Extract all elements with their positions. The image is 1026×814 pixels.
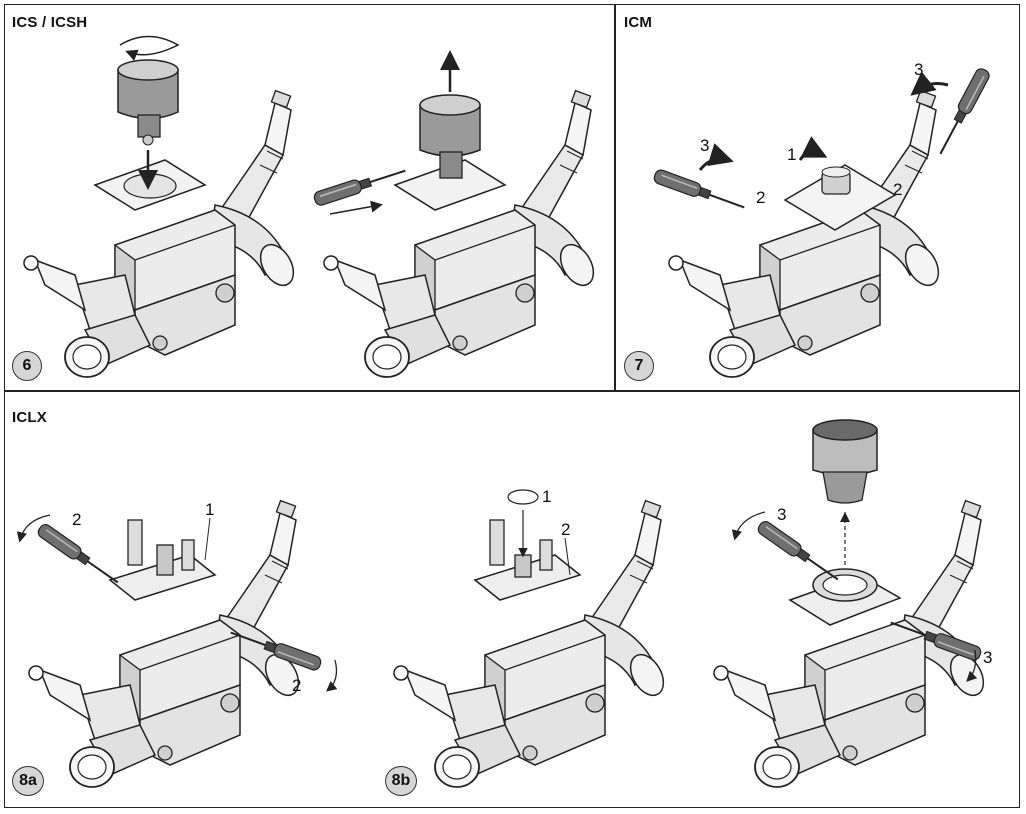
ics-socket-tool-left <box>117 59 179 146</box>
figure-frame <box>4 4 1020 808</box>
panel-divider-vertical <box>614 4 616 390</box>
rotate-arrow-8a-right <box>326 659 338 692</box>
iclx-opened-body <box>788 568 902 626</box>
iclx-valve-b <box>393 499 672 788</box>
rotate-arrow-icm-3-right <box>910 71 949 96</box>
callout-icm-3-left: 3 <box>700 136 710 155</box>
ics-top-plate-left <box>93 159 207 211</box>
ics-socket-tool-right <box>419 94 481 179</box>
ics-valve-left <box>23 89 302 378</box>
callout-icm-3-right: 3 <box>914 60 924 79</box>
rotate-arrow-icm-3-left <box>698 143 734 171</box>
rotate-arrow-8c-left <box>731 511 766 541</box>
rotate-arrow-8c-right <box>966 649 978 682</box>
iclx-head-a <box>108 519 217 601</box>
callout-8a-2-right: 2 <box>292 676 302 695</box>
callout-icm-2-right: 2 <box>893 180 903 199</box>
step-badge-8a: 8a <box>12 766 44 796</box>
icm-top-plate <box>783 164 897 231</box>
screwdriver-icon <box>933 65 993 159</box>
section-title-ics: ICS / ICSH <box>12 14 88 31</box>
rotate-arrow-8a-left <box>16 514 51 543</box>
step-badge-8b: 8b <box>385 766 417 796</box>
cartridge-insert <box>812 419 878 504</box>
step-badge-7: 7 <box>624 351 654 381</box>
iclx-head-b <box>473 519 582 601</box>
screwdriver-icon <box>651 167 748 216</box>
section-title-icm: ICM <box>624 14 653 31</box>
screwdriver-icon <box>34 521 123 590</box>
screwdriver-icon <box>311 162 409 208</box>
rotate-arrow-ics <box>119 35 180 61</box>
panel-divider-horizontal <box>4 390 1020 392</box>
callout-8a-2-left: 2 <box>72 510 82 529</box>
callout-8c-3-right: 3 <box>983 648 993 667</box>
rotate-indicator-8b <box>507 489 539 505</box>
callout-icm-2-left: 2 <box>756 188 766 207</box>
step-badge-6: 6 <box>12 351 42 381</box>
callout-8b-2: 2 <box>561 520 571 539</box>
callout-8a-1: 1 <box>205 500 215 519</box>
callout-8b-1: 1 <box>542 487 552 506</box>
callout-8c-3-left: 3 <box>777 505 787 524</box>
callout-icm-1: 1 <box>787 145 797 164</box>
icm-valve <box>668 89 947 378</box>
section-title-iclx: ICLX <box>12 409 47 426</box>
rotate-arrow-icm-1 <box>798 136 828 161</box>
